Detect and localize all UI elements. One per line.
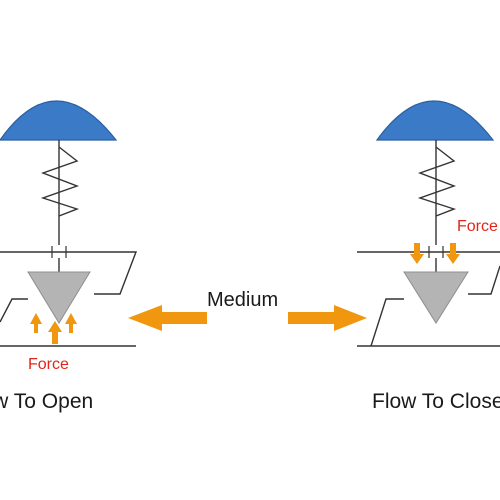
medium-indicator: Medium [128, 289, 367, 331]
left-body-lower-line [0, 298, 28, 323]
medium-label: Medium [207, 289, 278, 311]
left-force-arrow-up [48, 321, 62, 344]
left-force-arrow-up [30, 313, 42, 333]
caption-flow-to-close: Flow To Close [372, 390, 500, 413]
right-valve-plug [403, 271, 469, 324]
right-body-upper-jog [468, 265, 500, 295]
right-force-arrow-down [410, 243, 424, 264]
left-force-label: Force [28, 356, 69, 373]
caption-flow-to-open: Flow To Open [0, 390, 93, 413]
valve-flow-to-open: Force Flow To Open [0, 100, 138, 413]
valve-flow-to-close: Force Flow To Close [357, 100, 500, 413]
right-body-lower-line [370, 298, 404, 347]
medium-arrow-left [128, 305, 207, 331]
left-actuator-dome [0, 100, 118, 141]
medium-arrow-right [288, 305, 367, 331]
right-force-label: Force [457, 218, 498, 235]
right-spring [417, 146, 457, 217]
right-force-arrow-down [446, 243, 460, 264]
left-valve-plug [27, 271, 91, 324]
right-actuator-dome [375, 100, 495, 141]
left-body-upper-line [0, 251, 138, 295]
left-force-arrow-up [65, 313, 77, 333]
left-spring [40, 146, 80, 217]
